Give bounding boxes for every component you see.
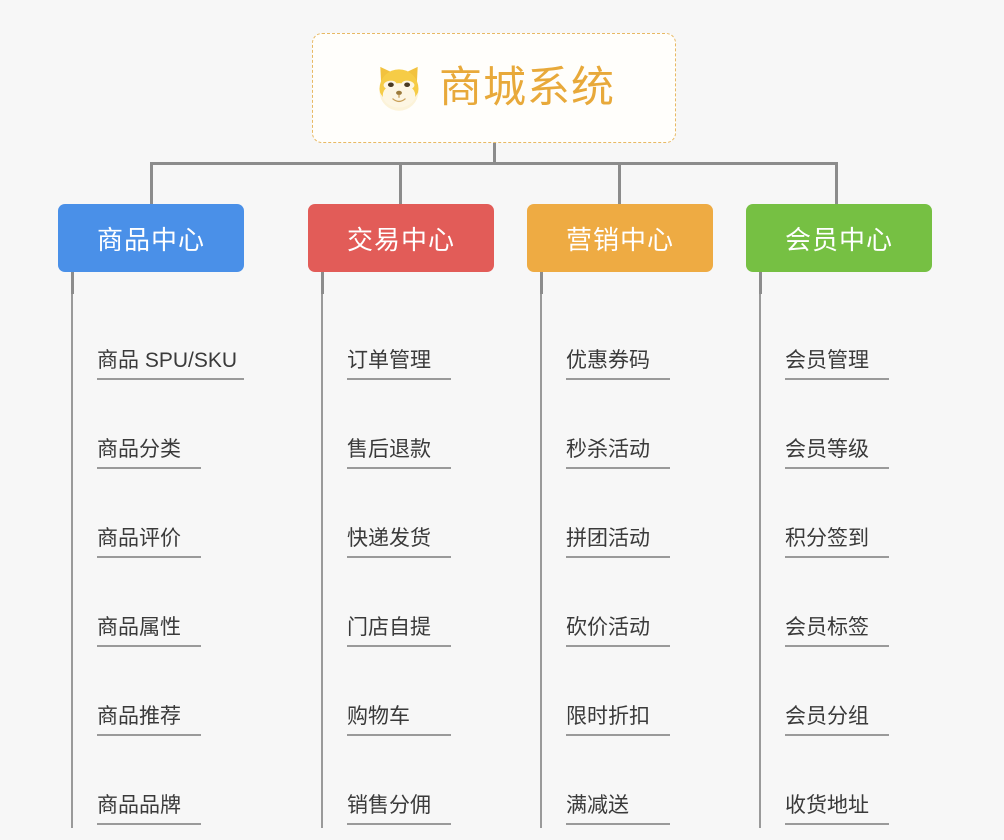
category-title: 营销中心 bbox=[565, 224, 674, 255]
list-item[interactable]: 商品品牌 bbox=[73, 739, 244, 828]
leaf-label: 销售分佣 bbox=[347, 794, 451, 825]
category-title: 会员中心 bbox=[784, 224, 893, 255]
leaf-label: 商品品牌 bbox=[97, 794, 201, 825]
leaf-label: 订单管理 bbox=[347, 349, 451, 380]
connector-category-stub bbox=[321, 272, 324, 294]
connector-drop-category-4 bbox=[835, 162, 838, 204]
list-item[interactable]: 商品 SPU/SKU bbox=[73, 294, 244, 383]
leaf-label: 售后退款 bbox=[347, 438, 451, 469]
list-item[interactable]: 限时折扣 bbox=[542, 650, 713, 739]
leaf-label: 门店自提 bbox=[347, 616, 451, 647]
leaf-label: 限时折扣 bbox=[566, 705, 670, 736]
category-title: 交易中心 bbox=[346, 224, 455, 255]
connector-category-stub bbox=[540, 272, 543, 294]
list-item[interactable]: 销售分佣 bbox=[323, 739, 494, 828]
list-item[interactable]: 会员分组 bbox=[761, 650, 932, 739]
category-header-member[interactable]: 会员中心 bbox=[746, 204, 932, 272]
list-item[interactable]: 购物车 bbox=[323, 650, 494, 739]
leaf-list-member: 会员管理 会员等级 积分签到 会员标签 会员分组 收货地址 bbox=[759, 294, 932, 828]
connector-drop-category-1 bbox=[150, 162, 153, 204]
leaf-label: 积分签到 bbox=[785, 527, 889, 558]
list-item[interactable]: 会员标签 bbox=[761, 561, 932, 650]
connector-drop-category-2 bbox=[399, 162, 402, 204]
category-title: 商品中心 bbox=[96, 224, 205, 255]
list-item[interactable]: 满减送 bbox=[542, 739, 713, 828]
leaf-label: 会员分组 bbox=[785, 705, 889, 736]
list-item[interactable]: 积分签到 bbox=[761, 472, 932, 561]
leaf-label: 会员管理 bbox=[785, 349, 889, 380]
leaf-label: 商品推荐 bbox=[97, 705, 201, 736]
leaf-label: 秒杀活动 bbox=[566, 438, 670, 469]
connector-category-stub bbox=[71, 272, 74, 294]
leaf-label: 商品 SPU/SKU bbox=[97, 349, 244, 380]
category-header-trade[interactable]: 交易中心 bbox=[308, 204, 494, 272]
leaf-label: 商品评价 bbox=[97, 527, 201, 558]
leaf-label: 砍价活动 bbox=[566, 616, 670, 647]
leaf-label: 商品属性 bbox=[97, 616, 201, 647]
list-item[interactable]: 砍价活动 bbox=[542, 561, 713, 650]
list-item[interactable]: 订单管理 bbox=[323, 294, 494, 383]
connector-category-stub bbox=[759, 272, 762, 294]
category-header-marketing[interactable]: 营销中心 bbox=[527, 204, 713, 272]
leaf-label: 满减送 bbox=[566, 794, 670, 825]
list-item[interactable]: 商品推荐 bbox=[73, 650, 244, 739]
connector-drop-category-3 bbox=[618, 162, 621, 204]
leaf-label: 会员标签 bbox=[785, 616, 889, 647]
connector-root-vertical bbox=[493, 143, 496, 164]
root-node[interactable]: 商城系统 bbox=[312, 33, 676, 143]
root-title: 商城系统 bbox=[439, 63, 615, 112]
leaf-label: 拼团活动 bbox=[566, 527, 670, 558]
leaf-label: 会员等级 bbox=[785, 438, 889, 469]
list-item[interactable]: 商品属性 bbox=[73, 561, 244, 650]
category-column-member: 会员中心 会员管理 会员等级 积分签到 会员标签 会员分组 收货地址 bbox=[746, 204, 932, 828]
leaf-label: 优惠券码 bbox=[566, 349, 670, 380]
list-item[interactable]: 优惠券码 bbox=[542, 294, 713, 383]
connector-horizontal-bus bbox=[150, 162, 838, 165]
shiba-dog-face-icon bbox=[373, 62, 425, 114]
category-header-product[interactable]: 商品中心 bbox=[58, 204, 244, 272]
list-item[interactable]: 会员管理 bbox=[761, 294, 932, 383]
leaf-label: 收货地址 bbox=[785, 794, 889, 825]
leaf-list-trade: 订单管理 售后退款 快递发货 门店自提 购物车 销售分佣 bbox=[321, 294, 494, 828]
list-item[interactable]: 售后退款 bbox=[323, 383, 494, 472]
leaf-label: 购物车 bbox=[347, 705, 451, 736]
list-item[interactable]: 会员等级 bbox=[761, 383, 932, 472]
list-item[interactable]: 收货地址 bbox=[761, 739, 932, 828]
leaf-label: 快递发货 bbox=[347, 527, 451, 558]
leaf-label: 商品分类 bbox=[97, 438, 201, 469]
leaf-list-product: 商品 SPU/SKU 商品分类 商品评价 商品属性 商品推荐 商品品牌 bbox=[71, 294, 244, 828]
leaf-list-marketing: 优惠券码 秒杀活动 拼团活动 砍价活动 限时折扣 满减送 bbox=[540, 294, 713, 828]
category-column-trade: 交易中心 订单管理 售后退款 快递发货 门店自提 购物车 销售分佣 bbox=[308, 204, 494, 828]
list-item[interactable]: 门店自提 bbox=[323, 561, 494, 650]
list-item[interactable]: 商品分类 bbox=[73, 383, 244, 472]
list-item[interactable]: 拼团活动 bbox=[542, 472, 713, 561]
list-item[interactable]: 快递发货 bbox=[323, 472, 494, 561]
list-item[interactable]: 秒杀活动 bbox=[542, 383, 713, 472]
category-column-product: 商品中心 商品 SPU/SKU 商品分类 商品评价 商品属性 商品推荐 商品品牌 bbox=[58, 204, 244, 828]
category-column-marketing: 营销中心 优惠券码 秒杀活动 拼团活动 砍价活动 限时折扣 满减送 bbox=[527, 204, 713, 828]
list-item[interactable]: 商品评价 bbox=[73, 472, 244, 561]
